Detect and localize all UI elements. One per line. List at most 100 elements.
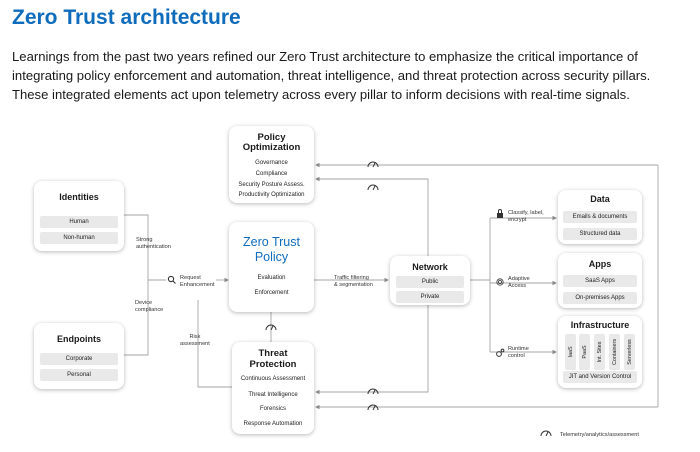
policy-item: Compliance <box>255 171 288 177</box>
infrastructure-item-label: Serverless <box>626 339 633 365</box>
data-title: Data <box>590 194 610 204</box>
risk-assessment-label: Risk assessment <box>180 334 210 348</box>
data-item: Structured data <box>563 228 637 240</box>
threat-item: Continuous Assessment <box>240 376 306 382</box>
identities-item: Human <box>40 216 118 228</box>
network-box: Network Public Private <box>390 256 470 305</box>
label-line: authentication <box>136 244 171 250</box>
network-item: Public <box>396 276 464 288</box>
infrastructure-item: PaaS <box>579 334 590 370</box>
zero-trust-policy-box: Zero Trust Policy Evaluation Enforcement <box>229 222 314 312</box>
apps-title: Apps <box>588 259 612 269</box>
fingerprint-icon <box>496 278 504 286</box>
label-line: Classify, label, <box>508 210 544 216</box>
wire-identities <box>124 214 149 280</box>
gauge-icon <box>367 184 379 191</box>
endpoints-item: Personal <box>40 369 118 381</box>
intro-line: These integrated elements act upon telem… <box>12 87 630 102</box>
endpoints-item: Corporate <box>40 353 118 365</box>
infrastructure-item-label: Int. Sites <box>596 341 603 363</box>
infrastructure-item-label: PaaS <box>581 345 588 359</box>
title-line: Zero Trust <box>243 235 300 249</box>
threat-item: Response Automation <box>243 421 303 427</box>
runtime-control-label: Runtime control <box>508 346 529 360</box>
label-line: compliance <box>135 307 164 313</box>
gear-icon <box>496 348 505 357</box>
identities-box: Identities Human Non-human <box>34 181 124 251</box>
infrastructure-jit-item: JIT and Version Control <box>563 371 637 383</box>
intro-paragraph: Learnings from the past two years refine… <box>12 47 692 104</box>
threat-protection-box: Threat Protection Continuous Assessment … <box>232 342 314 434</box>
threat-item: Forensics <box>259 406 286 412</box>
title-line: Optimization <box>242 142 301 153</box>
data-box: Data Emails & documents Structured data <box>558 190 642 244</box>
policy-item: Governance <box>255 160 288 166</box>
threat-item: Threat Intelligence <box>248 392 298 398</box>
request-enhancement-label: Request Enhancement <box>180 275 215 289</box>
policy-item: Productivity Optimization <box>238 192 305 198</box>
infrastructure-box: Infrastructure IaaS PaaS Int. Sites Cont… <box>558 316 642 388</box>
label-line: Adaptive <box>508 276 530 282</box>
label-line: Request <box>180 275 201 281</box>
wire-network-down <box>315 305 429 395</box>
infrastructure-item-label: IaaS <box>567 346 574 358</box>
strong-authentication-label: Strong authentication <box>136 237 171 251</box>
label-line: Device <box>135 300 153 306</box>
infrastructure-item-label: Containers <box>611 338 618 366</box>
device-compliance-label: Device compliance <box>135 300 163 314</box>
policy-action: Evaluation <box>257 275 286 281</box>
lock-icon <box>497 209 503 218</box>
policy-item: Security Posture Assess. <box>238 182 305 188</box>
apps-item: On-premises Apps <box>563 292 637 304</box>
label-line: Runtime <box>508 346 529 352</box>
gauge-icon <box>540 430 552 437</box>
wire-network-up <box>315 176 429 256</box>
intro-line: Learnings from the past two years refine… <box>12 49 638 64</box>
wire-risk <box>197 300 232 388</box>
gauge-icon <box>265 324 277 331</box>
wire-endpoints <box>124 280 149 356</box>
label-line: control <box>508 353 525 359</box>
zero-trust-policy-title: Zero Trust Policy <box>229 235 314 265</box>
adaptive-access-label: Adaptive Access <box>508 276 530 290</box>
title-line: Threat <box>258 348 288 359</box>
endpoints-box: Endpoints Corporate Personal <box>34 323 124 389</box>
label-line: Strong <box>136 237 153 243</box>
identities-item: Non-human <box>40 232 118 244</box>
gauge-icon <box>367 404 379 411</box>
policy-optimization-box: Policy Optimization Governance Complianc… <box>229 126 314 203</box>
title-line: Policy <box>254 250 289 264</box>
legend-text: Telemetry/analytics/assessment <box>560 432 639 438</box>
gauge-icon <box>367 388 379 395</box>
data-item: Emails & documents <box>563 211 637 223</box>
identities-title: Identities <box>59 192 99 202</box>
network-item: Private <box>396 291 464 303</box>
endpoints-title: Endpoints <box>57 334 101 344</box>
gauge-icon <box>367 161 379 168</box>
classify-label: Classify, label, encrypt <box>508 210 544 224</box>
label-line: assessment <box>180 341 210 347</box>
page-title: Zero Trust architecture <box>12 6 241 29</box>
title-line: Policy <box>257 132 286 143</box>
title-line: Protection <box>249 359 297 370</box>
infrastructure-item: IaaS <box>565 334 576 370</box>
threat-protection-title: Threat Protection <box>232 348 314 370</box>
intro-line: integrating policy enforcement and autom… <box>12 68 651 83</box>
infrastructure-item: Int. Sites <box>594 334 605 370</box>
label-line: encrypt <box>508 217 527 223</box>
magnifier-icon <box>167 275 176 284</box>
policy-action: Enforcement <box>254 290 289 296</box>
label-line: Traffic filtering <box>334 275 369 281</box>
label-line: Risk <box>189 334 201 340</box>
network-title: Network <box>412 262 448 272</box>
infrastructure-item: Containers <box>609 334 620 370</box>
traffic-filtering-label: Traffic filtering & segmentation <box>334 275 373 289</box>
infrastructure-item: Serverless <box>624 334 635 370</box>
label-line: Enhancement <box>180 282 215 288</box>
label-line: Access <box>508 283 527 289</box>
apps-item: SaaS Apps <box>563 275 637 287</box>
label-line: & segmentation <box>334 282 373 288</box>
policy-optimization-title: Policy Optimization <box>229 133 314 153</box>
apps-box: Apps SaaS Apps On-premises Apps <box>558 253 642 308</box>
